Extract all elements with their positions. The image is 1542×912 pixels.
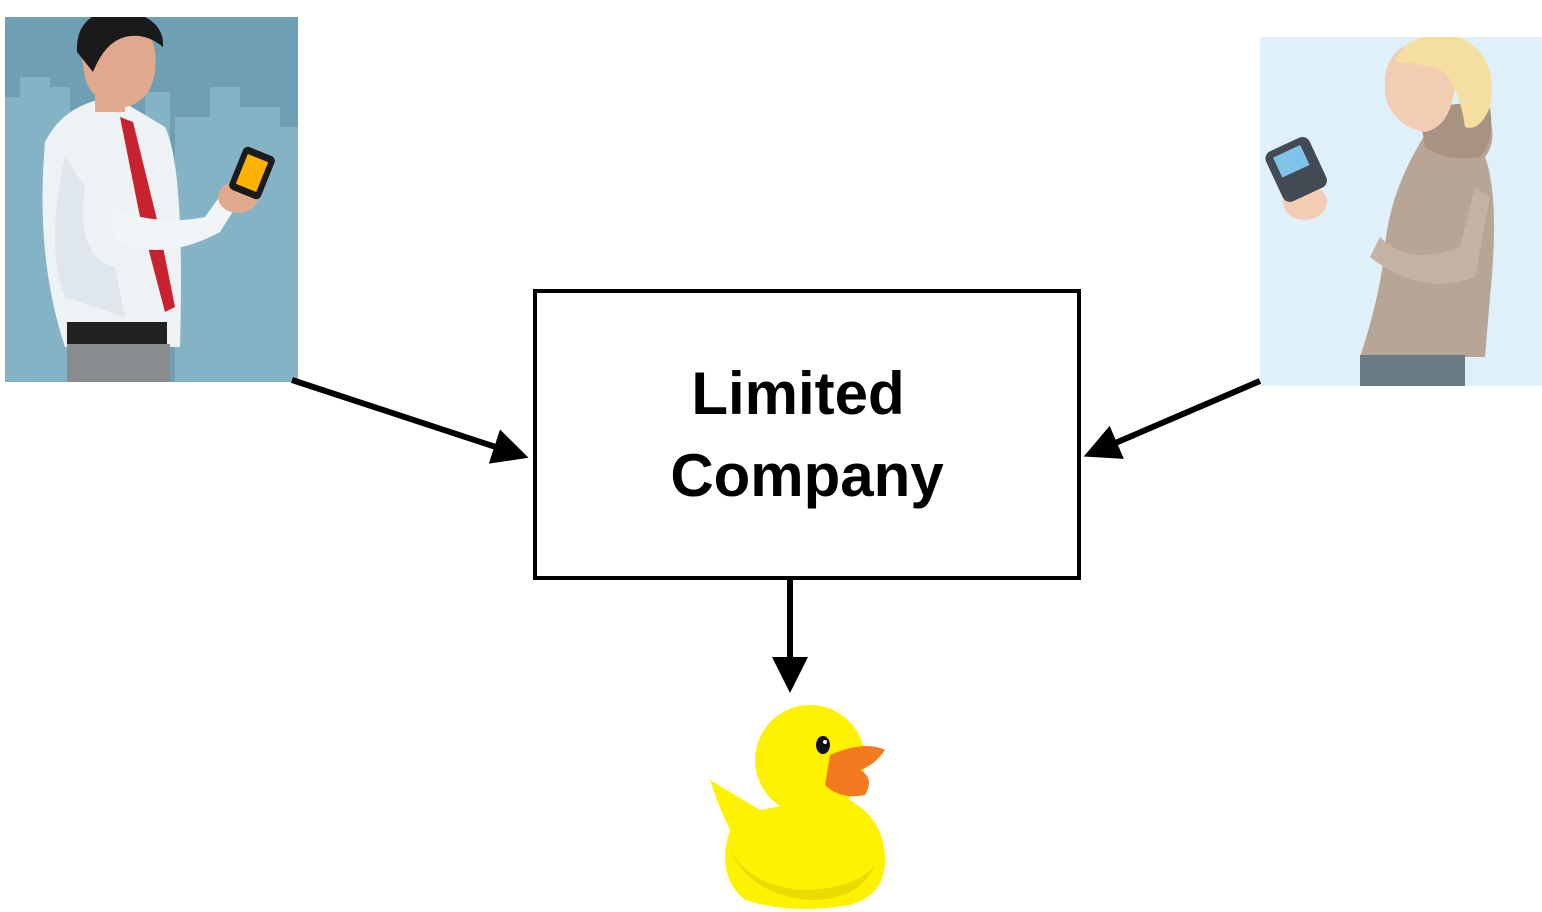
man-with-phone-icon [5, 17, 298, 382]
limited-company-box: Limited Company [533, 289, 1081, 580]
woman-with-phone-icon [1260, 37, 1542, 386]
arrow-woman-to-company [1083, 378, 1262, 459]
company-label-line-1: Limited [691, 359, 905, 427]
company-label-line-2: Company [670, 441, 944, 509]
rubber-duck-icon [710, 705, 885, 909]
arrow-man-to-company [291, 377, 529, 464]
